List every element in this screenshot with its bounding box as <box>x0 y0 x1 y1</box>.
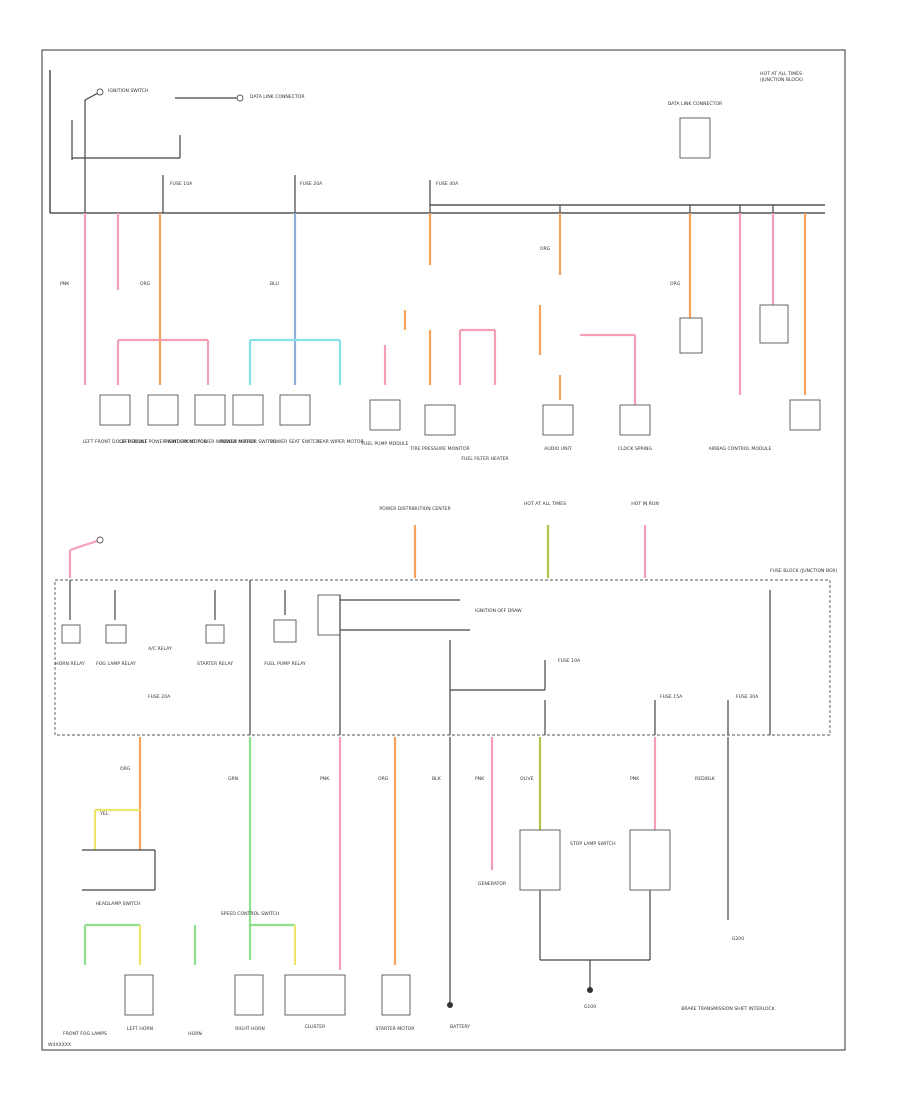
svg-text:FOG LAMP RELAY: FOG LAMP RELAY <box>96 661 136 667</box>
top-wires <box>83 213 807 405</box>
svg-text:CLOCK SPRING: CLOCK SPRING <box>618 446 653 452</box>
svg-text:STARTER RELAY: STARTER RELAY <box>197 661 233 667</box>
bottom-section: HEADLAMP SWITCH FRONT FOG LAMPS HORN LEF… <box>63 737 776 1037</box>
svg-text:DATA LINK CONNECTOR: DATA LINK CONNECTOR <box>668 101 723 107</box>
svg-text:ORG: ORG <box>540 246 551 252</box>
top-fuses: FUSE 10A FUSE 20A FUSE 40A <box>162 175 774 213</box>
svg-text:DATA LINK CONNECTOR: DATA LINK CONNECTOR <box>250 94 305 100</box>
top-components: LEFT FRONT DOOR MODULE LEFT FRONT POWER … <box>60 246 821 462</box>
svg-text:FUSE BLOCK (JUNCTION BOX): FUSE BLOCK (JUNCTION BOX) <box>770 568 837 574</box>
svg-text:LEFT FRONT DOOR MODULE: LEFT FRONT DOOR MODULE <box>83 439 148 445</box>
svg-text:FUSE 20A: FUSE 20A <box>300 181 323 187</box>
svg-text:G200: G200 <box>732 936 744 942</box>
svg-text:HOT AT ALL TIMES: HOT AT ALL TIMES <box>524 501 566 507</box>
svg-text:PNK: PNK <box>475 776 485 782</box>
svg-text:ORG: ORG <box>670 281 681 287</box>
svg-text:LEFT HORN: LEFT HORN <box>127 1026 153 1032</box>
svg-text:LEFT FRONT POWER WINDOW MOTOR: LEFT FRONT POWER WINDOW MOTOR <box>119 439 207 445</box>
svg-text:HEADLAMP SWITCH: HEADLAMP SWITCH <box>95 901 140 907</box>
svg-text:RIGHT HORN: RIGHT HORN <box>235 1026 265 1032</box>
svg-text:OLIVE: OLIVE <box>520 776 534 782</box>
svg-text:BRAKE TRANSMISSION SHIFT INTER: BRAKE TRANSMISSION SHIFT INTERLOCK <box>681 1006 775 1012</box>
svg-text:IGNITION OFF DRAW: IGNITION OFF DRAW <box>475 608 522 614</box>
svg-text:AUDIO UNIT: AUDIO UNIT <box>544 446 572 452</box>
svg-text:HOT IN RUN: HOT IN RUN <box>631 501 659 507</box>
svg-text:FUSE 40A: FUSE 40A <box>436 181 459 187</box>
svg-text:BATTERY: BATTERY <box>450 1024 470 1030</box>
bottom-wires <box>82 737 729 1005</box>
svg-text:SPEED CONTROL SWITCH: SPEED CONTROL SWITCH <box>221 911 279 917</box>
title-line-2: (JUNCTION BLOCK) <box>760 77 803 83</box>
svg-text:RIGHT FRONT POWER WINDOW MOTOR: RIGHT FRONT POWER WINDOW MOTOR <box>164 439 256 445</box>
mid-section: POWER DISTRIBUTION CENTER HOT AT ALL TIM… <box>54 501 837 736</box>
svg-text:STARTER MOTOR: STARTER MOTOR <box>376 1026 416 1032</box>
data-link-connector: DATA LINK CONNECTOR <box>668 101 723 159</box>
title-line-1: HOT AT ALL TIMES <box>760 71 802 77</box>
fuse-block-internals: HORN RELAY FOG LAMP RELAY A/C RELAY STAR… <box>55 580 771 735</box>
svg-text:GENERATOR: GENERATOR <box>478 881 507 887</box>
svg-text:POWER SEAT SWITCH: POWER SEAT SWITCH <box>270 439 319 445</box>
svg-text:ORG: ORG <box>120 766 131 772</box>
svg-text:FUSE 10A: FUSE 10A <box>170 181 193 187</box>
svg-text:FUSE 30A: FUSE 30A <box>736 694 759 700</box>
svg-text:FUEL FILTER HEATER: FUEL FILTER HEATER <box>461 456 509 462</box>
top-section: IGNITION SWITCH DATA LINK CONNECTOR FUSE… <box>49 70 825 462</box>
svg-text:PNK: PNK <box>320 776 330 782</box>
svg-text:A/C RELAY: A/C RELAY <box>148 646 172 652</box>
svg-text:FRONT FOG LAMPS: FRONT FOG LAMPS <box>63 1031 107 1037</box>
svg-text:ORG: ORG <box>378 776 389 782</box>
svg-text:TIRE PRESSURE MONITOR: TIRE PRESSURE MONITOR <box>409 446 470 452</box>
svg-text:FUEL PUMP RELAY: FUEL PUMP RELAY <box>264 661 306 667</box>
svg-text:PNK: PNK <box>60 281 70 287</box>
svg-text:BLK: BLK <box>432 776 442 782</box>
svg-text:FUSE 15A: FUSE 15A <box>660 694 683 700</box>
svg-text:HORN RELAY: HORN RELAY <box>55 661 85 667</box>
svg-text:POWER MIRROR SWITCH: POWER MIRROR SWITCH <box>220 439 276 445</box>
svg-text:HORN: HORN <box>188 1031 202 1037</box>
ignition-switch: IGNITION SWITCH DATA LINK CONNECTOR <box>71 88 305 213</box>
svg-text:ORG: ORG <box>140 281 151 287</box>
svg-text:YEL: YEL <box>99 811 109 817</box>
diagram-code: W4XXXXX <box>48 1042 71 1048</box>
svg-text:POWER DISTRIBUTION CENTER: POWER DISTRIBUTION CENTER <box>379 506 451 512</box>
svg-text:CLUSTER: CLUSTER <box>305 1024 327 1030</box>
svg-text:IGNITION SWITCH: IGNITION SWITCH <box>108 88 148 94</box>
svg-text:STOP LAMP SWITCH: STOP LAMP SWITCH <box>570 841 616 847</box>
svg-text:G100: G100 <box>584 1004 596 1010</box>
svg-text:BLU: BLU <box>270 281 279 287</box>
fuse-block-box <box>54 579 831 736</box>
svg-text:FUSE 10A: FUSE 10A <box>558 658 581 664</box>
bottom-components: HEADLAMP SWITCH FRONT FOG LAMPS HORN LEF… <box>63 766 776 1037</box>
svg-text:AIRBAG CONTROL MODULE: AIRBAG CONTROL MODULE <box>709 446 772 452</box>
svg-text:GRN: GRN <box>228 776 238 782</box>
svg-text:REAR WIPER MOTOR: REAR WIPER MOTOR <box>316 439 364 445</box>
svg-text:FUEL PUMP MODULE: FUEL PUMP MODULE <box>361 441 408 447</box>
svg-text:FUSE 20A: FUSE 20A <box>148 694 171 700</box>
svg-text:PNK: PNK <box>630 776 640 782</box>
svg-text:RED/BLK: RED/BLK <box>695 776 716 782</box>
outer-frame <box>41 49 846 1051</box>
